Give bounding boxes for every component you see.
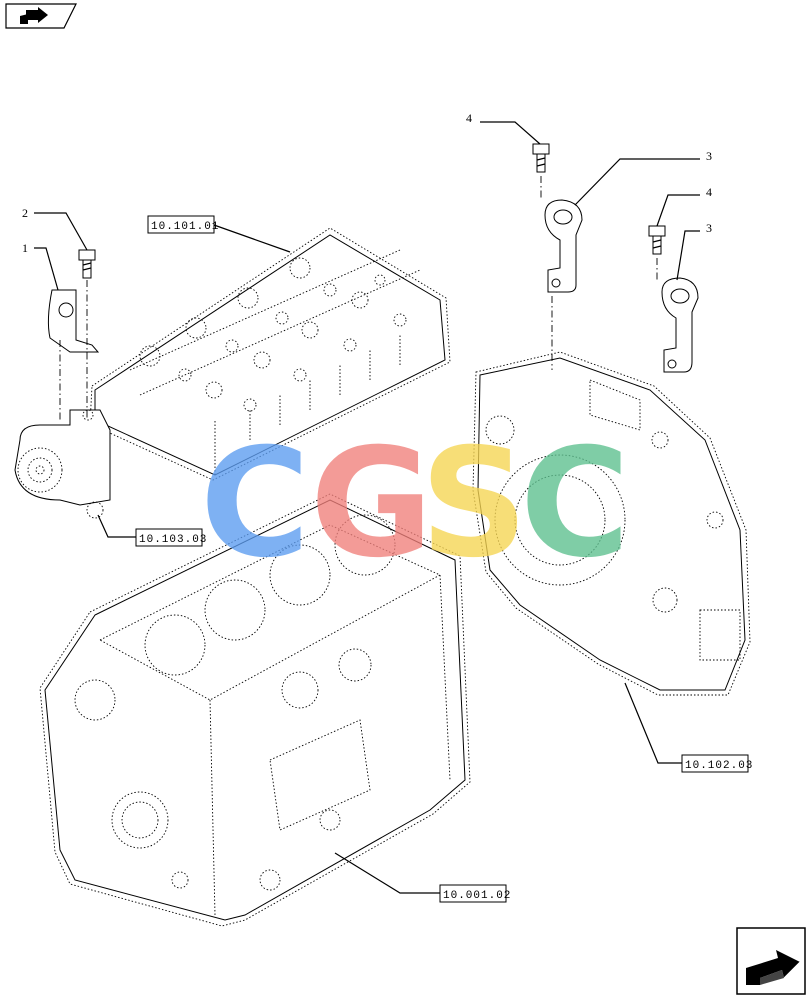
callout-2: 2 <box>22 206 88 251</box>
bolt-4-upper <box>532 143 550 173</box>
watermark-letter-g-red: G <box>310 417 433 591</box>
engine-block <box>39 493 471 927</box>
water-pump <box>14 409 111 519</box>
next-page-arrow-icon[interactable] <box>736 927 806 995</box>
flywheel-housing <box>472 351 751 696</box>
callout-3-lower-label: 3 <box>706 221 712 235</box>
watermark-letter-c-green: C <box>520 417 630 591</box>
callout-3-upper-label: 3 <box>706 149 712 163</box>
ref-10-102-03[interactable]: 10.102.03 <box>624 682 753 773</box>
callout-4-upper: 4 <box>466 111 541 145</box>
callout-3-lower: 3 <box>676 221 712 281</box>
ref-10-103-03[interactable]: 10.103.03 <box>97 514 207 547</box>
ref-10-101-01[interactable]: 10.101.01 <box>147 215 291 253</box>
callout-1-label: 1 <box>22 241 28 255</box>
watermark-letter-s-yellow: S <box>420 417 528 591</box>
callout-3-upper: 3 <box>574 149 712 206</box>
callout-2-label: 2 <box>22 206 28 220</box>
lifting-bracket-front <box>47 289 100 353</box>
ref-10-102-03-text: 10.102.03 <box>685 760 753 772</box>
ref-10-001-02-text: 10.001.02 <box>443 890 511 902</box>
callout-4-lower: 4 <box>656 185 712 227</box>
callout-4-upper-label: 4 <box>466 111 472 125</box>
bolt-4-lower <box>648 225 666 255</box>
ref-10-101-01-text: 10.101.01 <box>151 221 219 233</box>
cgsc-watermark: C G S C <box>200 417 630 591</box>
callout-1: 1 <box>22 241 59 291</box>
lifting-bracket-rear-lower <box>661 277 699 373</box>
book-arrow-icon[interactable] <box>5 3 77 29</box>
lifting-bracket-rear-upper <box>544 199 583 293</box>
ref-10-001-02[interactable]: 10.001.02 <box>334 852 511 903</box>
bolt-2 <box>78 249 96 279</box>
callout-4-lower-label: 4 <box>706 185 712 199</box>
ref-10-103-03-text: 10.103.03 <box>139 534 207 546</box>
watermark-letter-c-blue: C <box>200 417 310 591</box>
